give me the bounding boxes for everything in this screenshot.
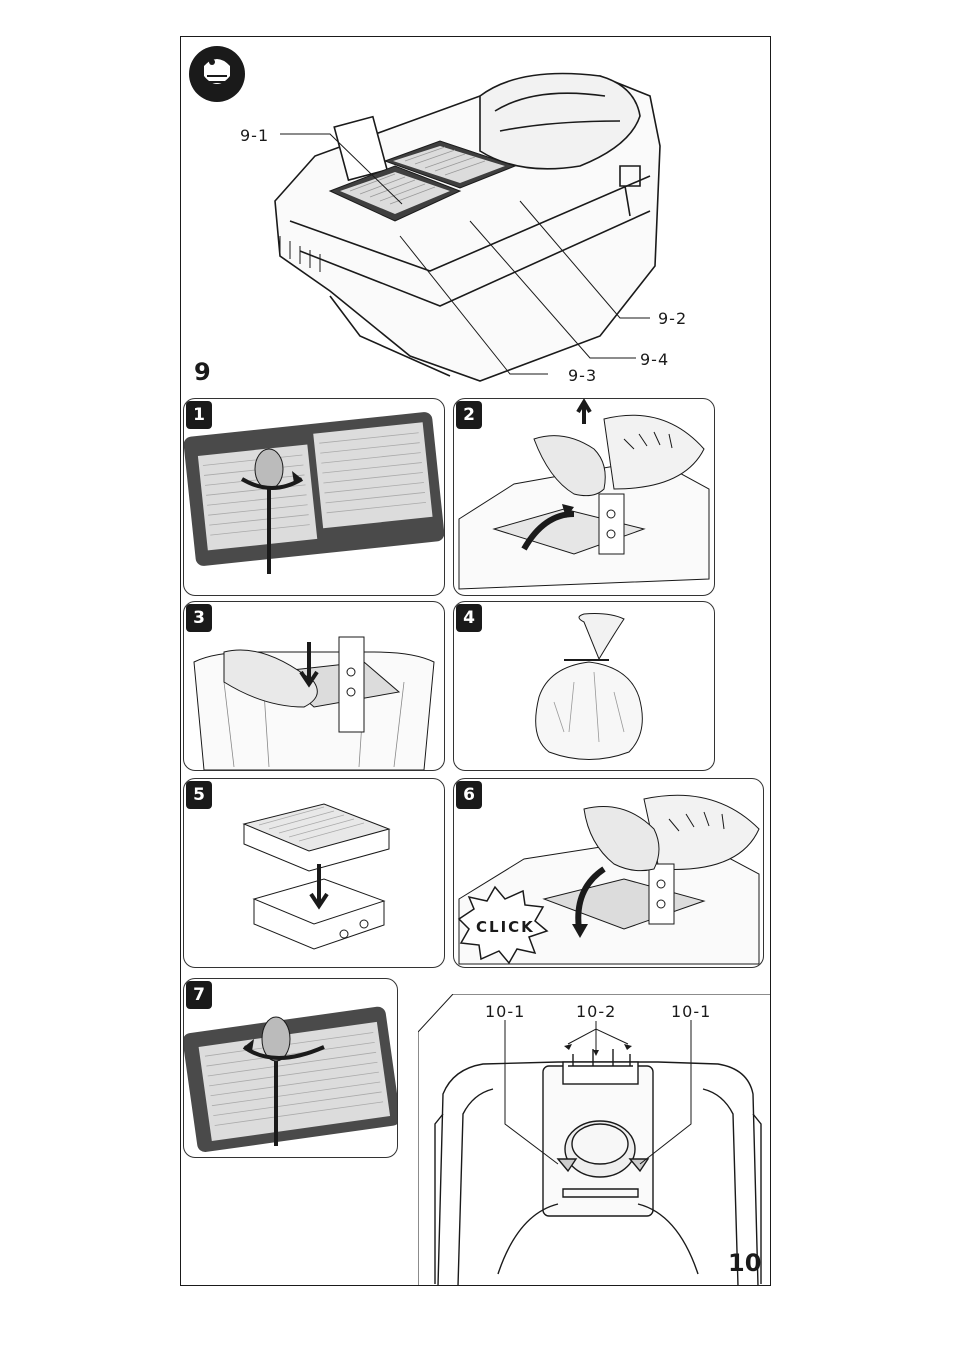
callout-9-4: 9-4 xyxy=(640,350,669,369)
step-badge-5: 5 xyxy=(186,781,212,809)
filter-into-tray-illustration xyxy=(184,779,445,968)
step-badge-7: 7 xyxy=(186,981,212,1009)
figure-9: 9-1 9-2 9-4 9-3 9 xyxy=(180,36,771,396)
step-badge-3: 3 xyxy=(186,604,212,632)
vacuum-lid-illustration xyxy=(418,994,771,1286)
step-badge-2: 2 xyxy=(456,401,482,429)
callout-9-3: 9-3 xyxy=(568,366,597,385)
step-badge-6: 6 xyxy=(456,781,482,809)
step-badge-1: 1 xyxy=(186,401,212,429)
tied-bag-illustration xyxy=(454,602,715,771)
tighten-screw-illustration xyxy=(184,979,398,1158)
filter-tray-screw-illustration xyxy=(184,399,445,596)
step-panel-6: CLICK 6 xyxy=(453,778,764,968)
step-panel-3: 3 xyxy=(183,601,445,771)
insert-filter-click-illustration xyxy=(454,779,764,968)
step-panel-5: 5 xyxy=(183,778,445,968)
filter-insert-icon xyxy=(244,804,389,949)
step-panel-2: 2 xyxy=(453,398,715,596)
callout-9-2: 9-2 xyxy=(658,309,687,328)
click-label: CLICK xyxy=(476,918,535,936)
callout-10-2: 10-2 xyxy=(576,1002,616,1021)
figure-number-9: 9 xyxy=(194,358,211,386)
step-panel-1: 1 xyxy=(183,398,445,596)
step-panel-7: 7 xyxy=(183,978,398,1158)
step-panel-4: 4 xyxy=(453,601,715,771)
figure-10: 10-1 10-2 10-1 10 xyxy=(418,994,771,1286)
disposal-bag-icon xyxy=(536,614,643,760)
step-badge-4: 4 xyxy=(456,604,482,632)
figure-number-10: 10 xyxy=(728,1249,761,1277)
lift-filter-illustration xyxy=(454,399,715,596)
vacuum-top-view-illustration xyxy=(180,36,771,396)
respirator-mask-icon xyxy=(189,46,245,102)
callout-9-1: 9-1 xyxy=(240,126,269,145)
callout-10-1-right: 10-1 xyxy=(671,1002,711,1021)
bag-over-filter-illustration xyxy=(184,602,445,771)
callout-10-1-left: 10-1 xyxy=(485,1002,525,1021)
